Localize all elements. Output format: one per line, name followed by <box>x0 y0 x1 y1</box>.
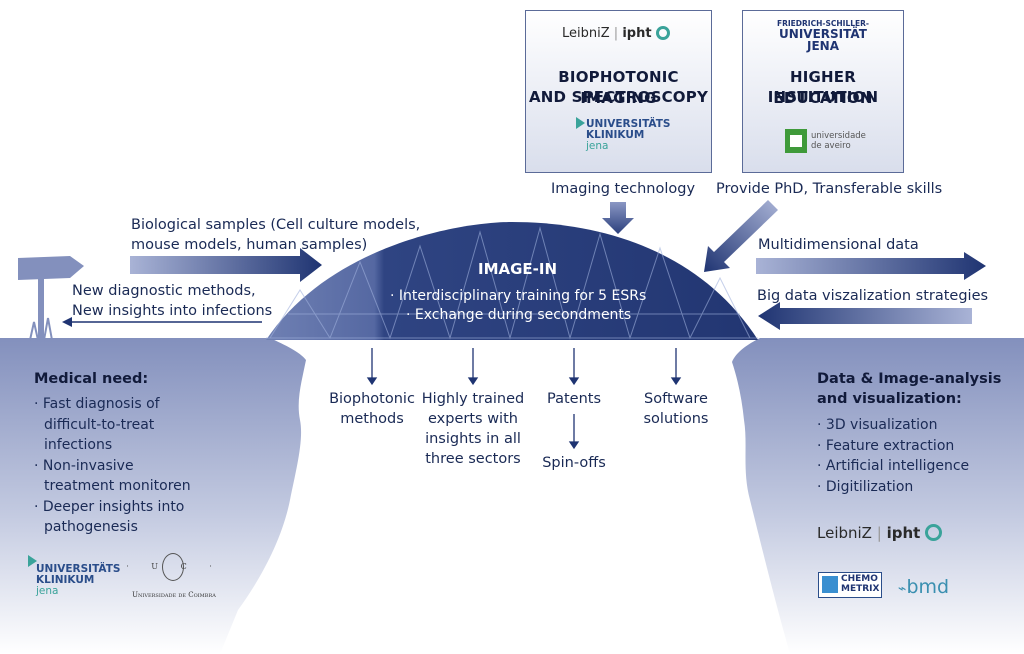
box-title-line-2: INSTITUTION <box>767 88 879 106</box>
medical-need-item: · Deeper insights into pathogenesis <box>34 498 185 536</box>
label-phd-skills: Provide PhD, Transferable skills <box>716 181 943 197</box>
leibniz-ipht-logo: LeibniZ | ipht <box>562 26 670 41</box>
bmd-mark-icon: ⌁ <box>898 581 907 597</box>
label-multidimensional-data: Multidimensional data <box>758 237 919 253</box>
arrow-new-methods <box>62 317 262 327</box>
medical-need-item: · Fast diagnosis of difficult-to-treat i… <box>34 396 160 453</box>
data-analysis-item: · Feature extraction <box>817 437 955 454</box>
data-analysis-item: · Artificial intelligence <box>817 458 970 474</box>
arrow-phd-skills <box>704 200 778 272</box>
partner-box-higher-education: FRIEDRICH-SCHILLER- UNIVERSITÄT JENA HIG… <box>742 10 904 173</box>
outcome-spinoffs: Spin-offs <box>542 455 606 471</box>
outcome-patents: Patents <box>546 391 601 407</box>
box-title-line-1: HIGHER EDUCATION <box>773 68 873 107</box>
left-cliff <box>0 338 306 654</box>
box-title-line-2: AND SPECTROSCOPY <box>528 88 709 106</box>
medical-need-item: · Non-invasive treatment monitoren <box>34 457 191 495</box>
outcome-biophotonic-methods: Biophotonic methods <box>329 391 415 427</box>
label-imaging-technology: Imaging technology <box>551 181 696 197</box>
arrow-multidimensional-data <box>756 252 986 280</box>
ukj-logo-bottom: UNIVERSITÄTS KLINIKUM jena <box>28 555 128 599</box>
medical-need-list: · Fast diagnosis of difficult-to-treat i… <box>34 394 191 538</box>
outcome-software-solutions: Software solutions <box>643 391 709 427</box>
label-new-methods-1: New diagnostic methods, <box>72 283 256 299</box>
outcome-arrows <box>366 348 682 450</box>
data-analysis-list: · 3D visualization · Feature extraction … <box>817 415 969 497</box>
label-biological-samples-2: mouse models, human samples) <box>131 237 368 253</box>
arrow-biological-samples <box>130 248 322 282</box>
label-new-methods-2: New insights into infections <box>72 303 273 319</box>
data-analysis-item: · 3D visualization <box>817 417 938 433</box>
label-biological-samples-1: Biological samples (Cell culture models, <box>131 217 421 233</box>
label-big-data: Big data viszalization strategies <box>757 288 989 304</box>
outcome-trained-experts: Highly trained experts with insights in … <box>421 391 525 467</box>
bmd-logo: ⌁bmd <box>898 576 950 598</box>
partner-box-biophotonic: LeibniZ | ipht BIOPHOTONIC IMAGING AND S… <box>525 10 712 173</box>
data-analysis-heading: Data & Image-analysis and visualization: <box>817 371 1002 407</box>
flask-icon <box>822 576 838 593</box>
medical-need-heading: Medical need: <box>34 371 149 387</box>
coimbra-seal-icon <box>162 553 184 581</box>
bridge-bullet-2: · Exchange during secondments <box>406 307 632 323</box>
bridge-title: IMAGE-IN <box>478 260 558 278</box>
fsu-jena-logo: FRIEDRICH-SCHILLER- UNIVERSITÄT JENA <box>776 19 870 53</box>
signpost-graphic <box>18 256 84 341</box>
leibniz-ipht-logo-bottom: LeibniZ | ipht <box>817 524 943 542</box>
bridge-bullet-1: · Interdisciplinary training for 5 ESRs <box>390 288 647 304</box>
arrow-imaging-technology <box>602 202 634 234</box>
bridge-truss <box>266 226 758 340</box>
right-cliff <box>732 338 1024 654</box>
coimbra-logo: · U C · Universidade de Coimbra <box>118 553 230 603</box>
box-title-line-1: BIOPHOTONIC IMAGING <box>558 68 679 107</box>
arrow-big-data <box>758 302 972 330</box>
data-analysis-item: · Digitilization <box>817 478 914 495</box>
chemometrix-logo: CHEMO METRIX <box>818 572 882 598</box>
bridge-arch <box>266 222 758 340</box>
